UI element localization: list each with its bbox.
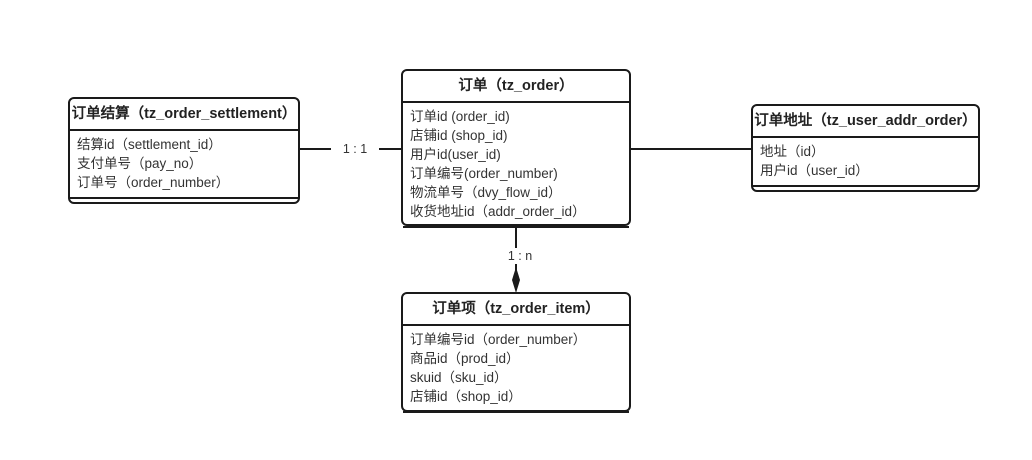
entity-attributes-order-item: 订单编号id（order_number） 商品id（prod_id） skuid…: [403, 326, 629, 413]
entity-footer-user-addr-order: [753, 187, 978, 213]
entity-order-settlement[interactable]: 订单结算（tz_order_settlement） 结算id（settlemen…: [68, 97, 300, 204]
attribute-row: 用户id（user_id）: [760, 163, 869, 178]
attribute-row: 订单编号(order_number): [410, 166, 558, 181]
entity-footer-order-settlement: [70, 199, 298, 225]
attribute-row: 物流单号（dvy_flow_id）: [410, 185, 562, 200]
entity-attributes-user-addr-order: 地址（id） 用户id（user_id）: [753, 138, 978, 187]
attribute-row: 店铺id（shop_id）: [410, 389, 522, 404]
entity-order-item[interactable]: 订单项（tz_order_item） 订单编号id（order_number） …: [401, 292, 631, 413]
attribute-row: 店铺id (shop_id): [410, 128, 508, 143]
attribute-row: skuid（sku_id）: [410, 370, 508, 385]
connector-order-address: [629, 148, 753, 150]
diamond-arrowhead-icon: [512, 267, 520, 293]
entity-footer-order-item: [403, 413, 629, 439]
entity-user-addr-order[interactable]: 订单地址（tz_user_addr_order） 地址（id） 用户id（use…: [751, 104, 980, 192]
attribute-row: 商品id（prod_id）: [410, 351, 520, 366]
entity-title-order-item: 订单项（tz_order_item）: [403, 294, 629, 326]
attribute-row: 地址（id）: [760, 144, 825, 159]
entity-title-order: 订单（tz_order）: [403, 71, 629, 103]
entity-order[interactable]: 订单（tz_order） 订单id (order_id) 店铺id (shop_…: [401, 69, 631, 228]
attribute-row: 订单编号id（order_number）: [410, 332, 587, 347]
entity-attributes-order: 订单id (order_id) 店铺id (shop_id) 用户id(user…: [403, 103, 629, 228]
entity-title-user-addr-order: 订单地址（tz_user_addr_order）: [753, 106, 978, 138]
attribute-row: 订单号（order_number）: [77, 175, 230, 190]
cardinality-label-settlement-order: 1 : 1: [331, 141, 379, 157]
attribute-row: 用户id(user_id): [410, 147, 501, 162]
entity-attributes-order-settlement: 结算id（settlement_id） 支付单号（pay_no） 订单号（ord…: [70, 131, 298, 199]
attribute-row: 支付单号（pay_no）: [77, 156, 203, 171]
cardinality-label-order-item: 1 : n: [496, 248, 544, 264]
attribute-row: 收货地址id（addr_order_id）: [410, 204, 586, 219]
attribute-row: 订单id (order_id): [410, 109, 510, 124]
attribute-row: 结算id（settlement_id）: [77, 137, 222, 152]
entity-title-order-settlement: 订单结算（tz_order_settlement）: [70, 99, 298, 131]
